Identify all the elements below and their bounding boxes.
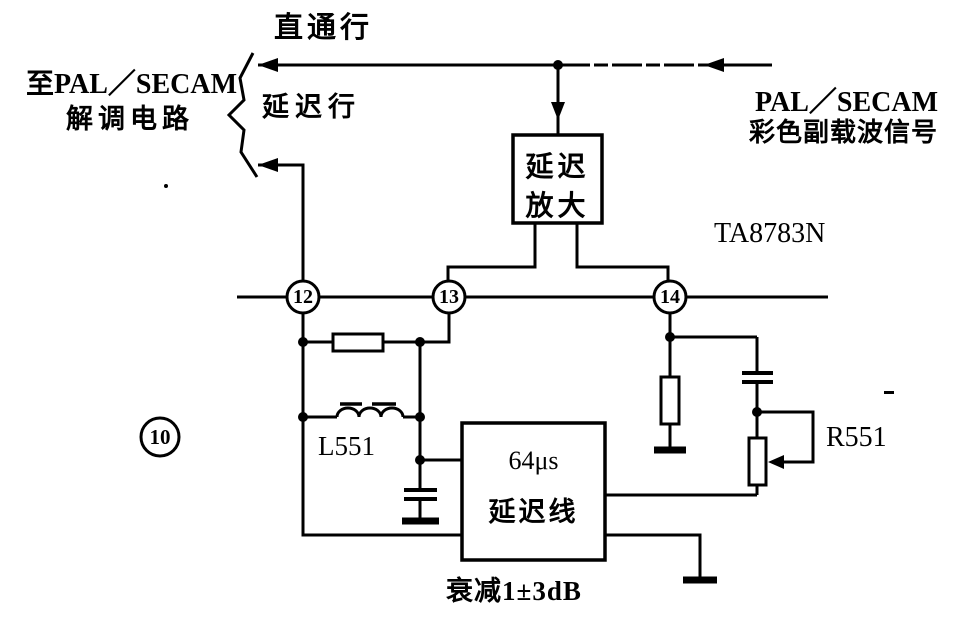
delay-line-label-line1: 64μs — [508, 446, 559, 475]
figure-number: 10 — [149, 425, 171, 449]
scan-specks — [164, 184, 894, 394]
potentiometer-R551-symbol — [747, 410, 815, 495]
potentiometer-label: R551 — [826, 422, 887, 453]
through-line-label: 直通行 — [274, 12, 374, 44]
pin13-branch-wire — [418, 313, 451, 460]
source-signal-label-line2: 彩色副载波信号 — [749, 118, 939, 147]
pin-14-number: 14 — [660, 286, 680, 308]
delay-line-label-line2: 延迟线 — [488, 497, 579, 527]
delay-line-box — [420, 421, 757, 584]
delayed-line-wire — [258, 163, 305, 281]
tank-capacitor-symbol — [402, 460, 439, 525]
figure-number-circle — [139, 416, 181, 458]
coupling-capacitor-symbol — [742, 337, 773, 438]
pin12-branch-wire — [301, 313, 462, 537]
series-resistor — [303, 332, 420, 353]
inductor-label: L551 — [318, 431, 375, 461]
pin14-branch-wire — [668, 313, 757, 377]
delay-amp-box — [446, 133, 670, 281]
dest-demod-label-line1: 至PAL／SECAM — [26, 69, 238, 100]
dest-demod-label-line2: 解调电路 — [66, 104, 194, 134]
delay-amp-label-line2: 放大 — [525, 191, 590, 222]
pin-13-number: 13 — [439, 286, 459, 308]
signal-arrows — [258, 58, 784, 469]
inductor-L551-symbol — [303, 402, 420, 419]
junction-dots — [298, 60, 762, 465]
source-signal-label-line1: PAL／SECAM — [755, 87, 939, 118]
delayed-line-label: 延迟行 — [262, 92, 361, 122]
chip-label: TA8783N — [714, 218, 826, 249]
delay-amp-label-line1: 延迟 — [525, 152, 590, 183]
attenuation-caption: 衰减1±3dB — [446, 576, 582, 606]
pin14-resistor-to-ground — [654, 375, 686, 454]
pin-12-number: 12 — [293, 286, 313, 308]
brace-symbol — [226, 52, 259, 178]
